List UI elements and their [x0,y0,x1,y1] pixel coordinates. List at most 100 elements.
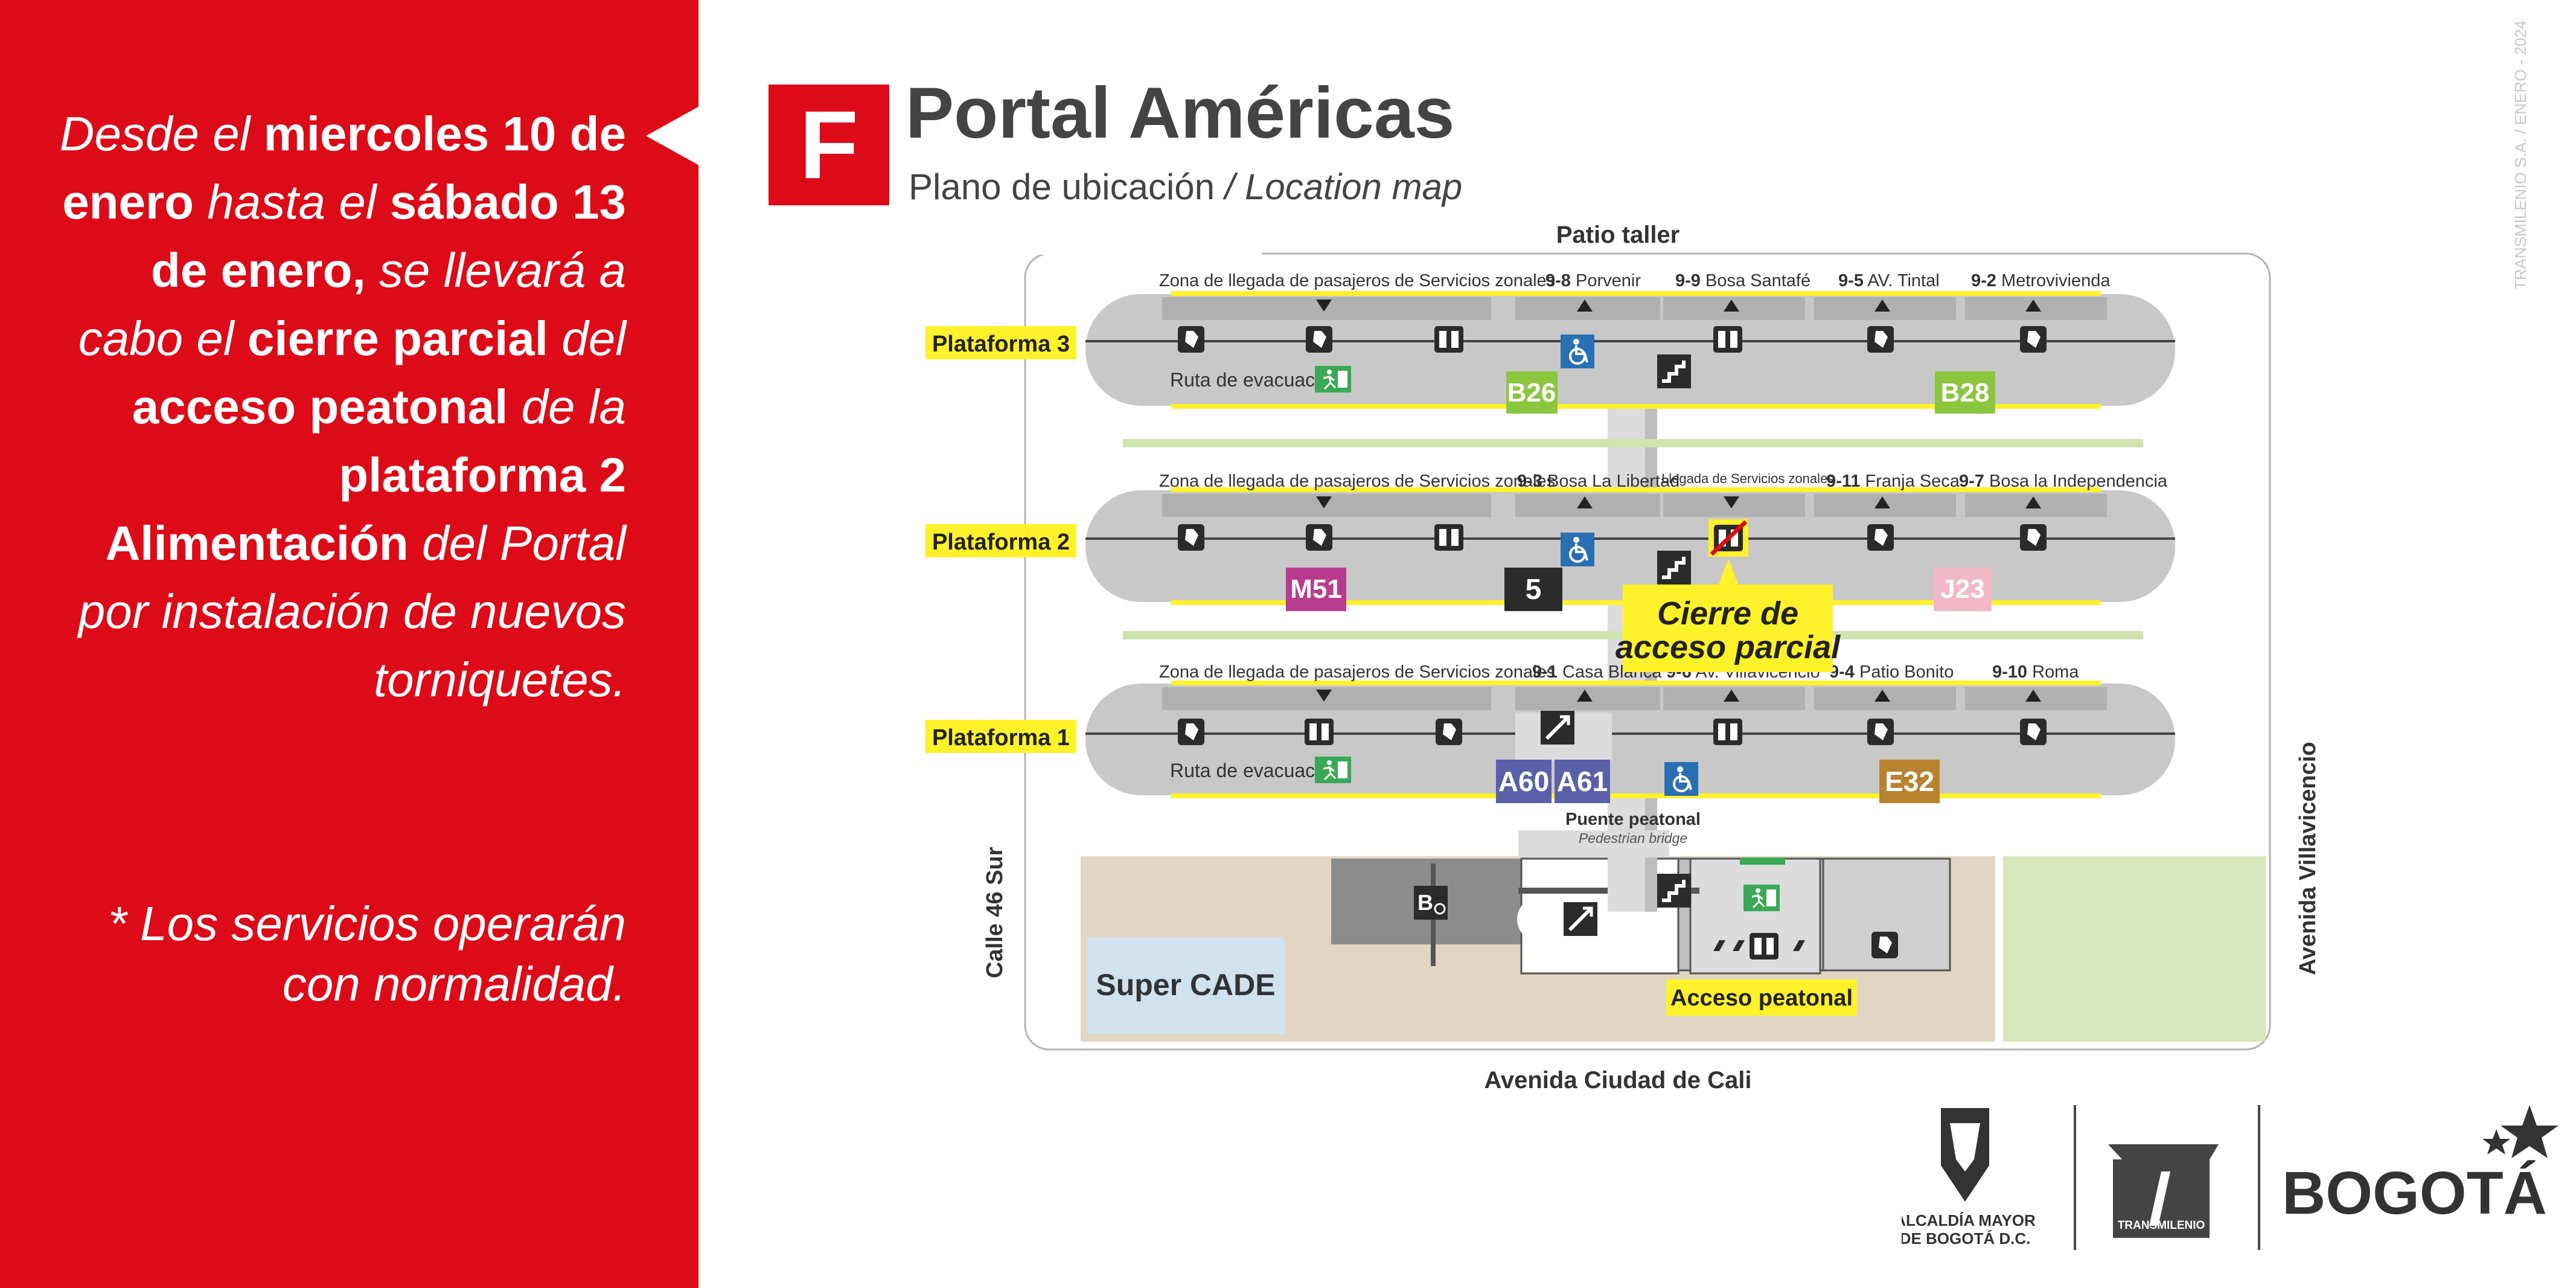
service-note: * Los servicios operarán con normalidad. [107,897,626,1011]
turnstile-icon [2020,326,2047,353]
platform-3-body [1085,294,2175,406]
badge-a60-label: A60 [1498,766,1549,797]
p1-route-4: 9-10 Roma [1992,662,2079,682]
notice-access: acceso peatonal [132,380,508,434]
access-tag [1666,979,1857,1016]
platform-1-zone: Zona de llegada de pasajeros de Servicio… [1159,662,1555,682]
bridge-label-en: Pedestrian bridge [1579,830,1687,846]
wheelchair-icon [1559,531,1596,568]
alcaldia-line-2: DE BOGOTÁ D.C. [1902,1229,2030,1248]
green-area [2003,856,2266,1042]
platform-2-body [1085,490,2175,602]
bridge-label: Puente peatonal [1565,810,1701,829]
page-subtitle: Plano de ubicación / Location map [909,166,1462,208]
notice-arrow [646,106,700,166]
platform-3-tag [925,326,1076,359]
site-boundary [1024,252,2271,1051]
notice-closure: cierre parcial [247,312,549,365]
closed-doors-icon [1708,519,1748,557]
p2-route-1: 9-3 Bosa La Libertad [1517,472,1680,491]
notice-panel [0,0,698,1288]
street-calle-46: Calle 46 Sur [982,847,1008,978]
stairs-icon [1657,354,1691,388]
access-label: Acceso peatonal [1670,985,1853,1011]
turnstile-icon [1867,719,1894,745]
badge-5 [1504,568,1562,611]
p3-route-1: 9-8 Porvenir [1545,271,1641,290]
turnstile-icon [1178,326,1204,353]
p3-route-3: 9-5 AV. Tintal [1838,271,1940,290]
transmilenio-logo: TRANSMILENIO [2108,1144,2219,1238]
platform-2-zone: Zona de llegada de pasajeros de Servicio… [1159,472,1555,491]
exit-icon [1314,755,1352,784]
ramp-icon [1564,902,1597,936]
platform-1-label: Plataforma 1 [932,725,1070,751]
doors-icon [1305,719,1334,745]
doors-icon [1434,326,1463,353]
turnstile-icon [1436,719,1462,745]
doors-icon [1713,326,1742,353]
stairs-icon [1657,551,1691,585]
turnstile-icon [1178,719,1204,745]
badge-m51 [1286,568,1346,611]
green-separator [1123,439,2143,447]
p3-route-2: 9-9 Bosa Santafé [1675,271,1811,290]
turnstile-icon [2020,524,2047,551]
badge-b28 [1935,371,1995,414]
turnstile-icon [1306,524,1332,551]
badge-a61 [1555,760,1610,803]
closure-line-1: Cierre de [1657,595,1798,632]
turnstile-icon [1867,326,1894,353]
platform-2-label: Plataforma 2 [932,530,1070,555]
turnstile-icon [1178,524,1204,551]
svg-text:B: B [1417,890,1433,915]
exit-icon [1314,365,1352,394]
line-letter-badge: F [769,85,889,205]
notice-part: del Portal por instalación de nuevos tor… [78,516,626,706]
badge-a60 [1496,760,1552,803]
doors-icon [1434,524,1463,551]
super-cade-label: Super CADE [1096,968,1275,1002]
platform-1: Plataforma 1 Zona de llegada de pasajero… [925,662,2175,803]
badge-m51-label: M51 [1290,574,1342,604]
street-ciudad-de-cali: Avenida Ciudad de Cali [1484,1067,1751,1094]
notice-part: de la [508,380,626,434]
p1-route-3: 9-4 Patio Bonito [1829,662,1954,682]
page-title: Portal Américas [906,72,1455,153]
super-cade-box [1087,937,1285,1034]
logo-strip: ALCALDÍA MAYOR DE BOGOTÁ D.C. TRANSMILEN… [1902,1105,2558,1250]
badge-e32-label: E32 [1885,766,1934,797]
patio-label: Patio taller [1556,222,1680,248]
notice-date-start: miercoles 10 de enero [62,107,626,229]
platform-1-tag [925,720,1076,753]
wheelchair-icon [1559,333,1596,370]
turnstile-icon [1306,326,1332,353]
badge-b28-label: B28 [1941,378,1990,408]
p2-route-4: 9-7 Bosa la Independencia [1959,472,2168,491]
closure-callout: Cierre de acceso parcial [1616,559,1841,672]
subtitle-en: / Location map [1224,167,1463,207]
transmilenio-wordmark: TRANSMILENIO [2118,1219,2205,1232]
wheelchair-icon [1663,761,1699,797]
bogota-logo: BOGOTÁ [2282,1105,2558,1227]
alcaldia-line-1: ALCALDÍA MAYOR [1902,1211,2036,1229]
badge-b26-label: B26 [1507,378,1556,408]
accessible-bathroom-icon: B [1414,886,1448,920]
doors-icon [1713,719,1742,745]
p3-route-4: 9-2 Metrovivienda [1971,271,2111,290]
notice-part: hasta el [194,175,390,229]
notice-platform: plataforma 2 Alimentación [105,448,626,570]
closure-box [1623,585,1833,672]
p3-evac-label: Ruta de evacuación [1170,369,1341,391]
platform-3-label: Plataforma 3 [932,332,1070,357]
notice-part: Desde el [59,107,264,161]
notice-part: se llevará a cabo el [78,243,626,365]
doors-icon [1750,933,1779,960]
notice-part: del [548,312,626,365]
turnstile-icon [1871,932,1898,958]
platform-3-zone: Zona de llegada de pasajeros de Servicio… [1159,271,1555,290]
bogota-wordmark: BOGOTÁ [2282,1159,2547,1227]
platform-2-tag [925,524,1076,557]
